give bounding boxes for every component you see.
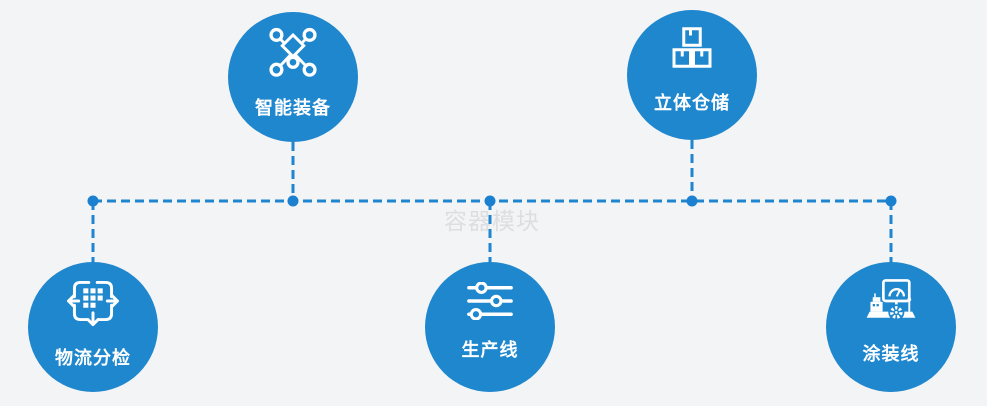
node-production-line: 生产线 (425, 262, 555, 392)
junction-dot (287, 195, 299, 207)
junction-dot (87, 195, 99, 207)
node-logistics-sorting: 物流分检 (28, 262, 158, 392)
node-label: 生产线 (461, 340, 519, 360)
sliders-icon (467, 282, 513, 320)
node-smart-equipment: 智能装备 (228, 12, 358, 142)
node-painting-line: 涂装线 (826, 262, 956, 392)
node-label: 智能装备 (255, 97, 331, 118)
junction-dot (885, 195, 897, 207)
control-station-icon (866, 279, 916, 321)
node-label: 立体仓储 (654, 93, 730, 113)
stacked-boxes-icon (672, 27, 712, 68)
node-label: 物流分检 (55, 348, 131, 368)
sorting-grid-arrows-icon (67, 280, 119, 327)
junction-dot (686, 195, 698, 207)
junction-dot (484, 195, 496, 207)
node-label: 涂装线 (862, 344, 920, 364)
node-warehouse: 立体仓储 (627, 10, 757, 140)
network-nodes-icon (269, 27, 317, 77)
